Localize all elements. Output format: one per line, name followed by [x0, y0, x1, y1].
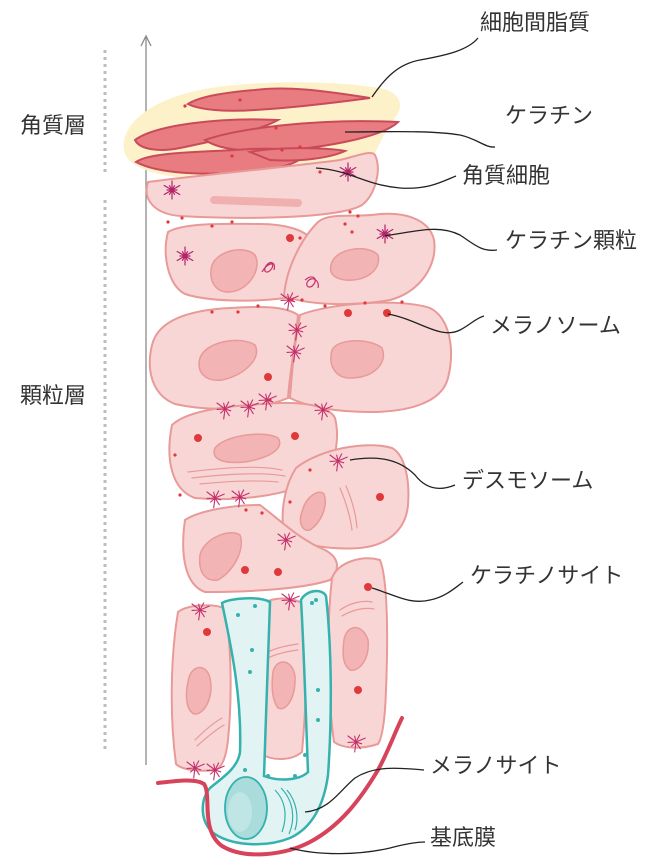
granule-dot: [260, 511, 263, 514]
keratin-granule-core: [170, 188, 175, 193]
granule-dot: [298, 145, 301, 148]
callout-intercellular-lipid: 細胞間脂質: [480, 11, 590, 36]
granule-dot: [166, 220, 169, 223]
melanosome: [194, 434, 202, 442]
granule-dot: [356, 214, 359, 217]
melanosome: [286, 234, 294, 242]
granule-dot: [244, 508, 247, 511]
granule-dot: [183, 104, 186, 107]
callout-keratin: ケラチン: [505, 104, 593, 129]
melanosome: [291, 432, 299, 440]
granule-dot: [348, 210, 351, 213]
callout-basement-membrane: 基底膜: [430, 826, 496, 851]
melanocyte-granule: [316, 718, 320, 722]
granule-dot: [350, 230, 353, 233]
granule-dot: [173, 453, 176, 456]
granule-dot: [230, 220, 233, 223]
melanosome: [344, 309, 352, 317]
melanosome: [354, 686, 362, 694]
melanocyte-granule: [248, 670, 252, 674]
melanocyte-granule: [303, 753, 307, 757]
granule-dot: [363, 301, 366, 304]
callout-melanocyte: メラノサイト: [430, 754, 562, 779]
granule-dot: [308, 468, 311, 471]
melanocyte-granule: [266, 774, 270, 778]
melanosome: [364, 583, 372, 591]
granule-dot: [288, 500, 291, 503]
callout-melanosome: メラノソーム: [490, 314, 621, 339]
melanocyte-granule: [253, 604, 257, 608]
melanosome: [274, 568, 282, 576]
melanocyte-granule: [236, 613, 240, 617]
granule-dot: [274, 126, 277, 129]
melanocyte-granule: [310, 601, 314, 605]
granule-dot: [230, 154, 233, 157]
layer-label-granular: 顆粒層: [20, 384, 86, 409]
granule-dot: [318, 170, 321, 173]
granule-dot: [298, 236, 301, 239]
granule-dot: [178, 493, 181, 496]
melanosome: [203, 628, 211, 636]
granule-dot: [400, 300, 403, 303]
granule-dot: [280, 148, 283, 151]
melanocyte-granule: [293, 774, 297, 778]
callout-keratinocyte: ケラチノサイト: [470, 564, 623, 589]
granule-dot: [256, 304, 259, 307]
granule-dot: [210, 224, 213, 227]
granule-dot: [210, 310, 213, 313]
melanocyte-granule: [250, 648, 254, 652]
leader-line-intercellular-lipid: [372, 38, 478, 97]
granule-dot: [238, 98, 241, 101]
granule-dot: [323, 304, 326, 307]
callout-corneocyte: 角質細胞: [462, 164, 550, 189]
melanocyte-granule: [314, 598, 318, 602]
keratin-granule-core: [183, 254, 188, 259]
melanosome: [383, 309, 391, 317]
granule-dot: [343, 222, 346, 225]
melanosome: [376, 493, 384, 501]
melanocyte-granule: [243, 768, 247, 772]
granule-dot: [236, 310, 239, 313]
granule-dot: [180, 216, 183, 219]
granular-layer-cells: [150, 214, 451, 771]
melanosome: [264, 373, 272, 381]
flattened-nucleus: [214, 200, 298, 203]
callout-keratin-granule: ケラチン顆粒: [505, 229, 637, 254]
melanocyte-nucleolus: [228, 792, 252, 832]
granule-dot: [300, 298, 303, 301]
melanocyte-granule: [316, 688, 320, 692]
callout-desmosome: デスモソーム: [462, 469, 593, 494]
melanosome: [241, 566, 249, 574]
layer-label-corneum: 角質層: [20, 114, 86, 139]
